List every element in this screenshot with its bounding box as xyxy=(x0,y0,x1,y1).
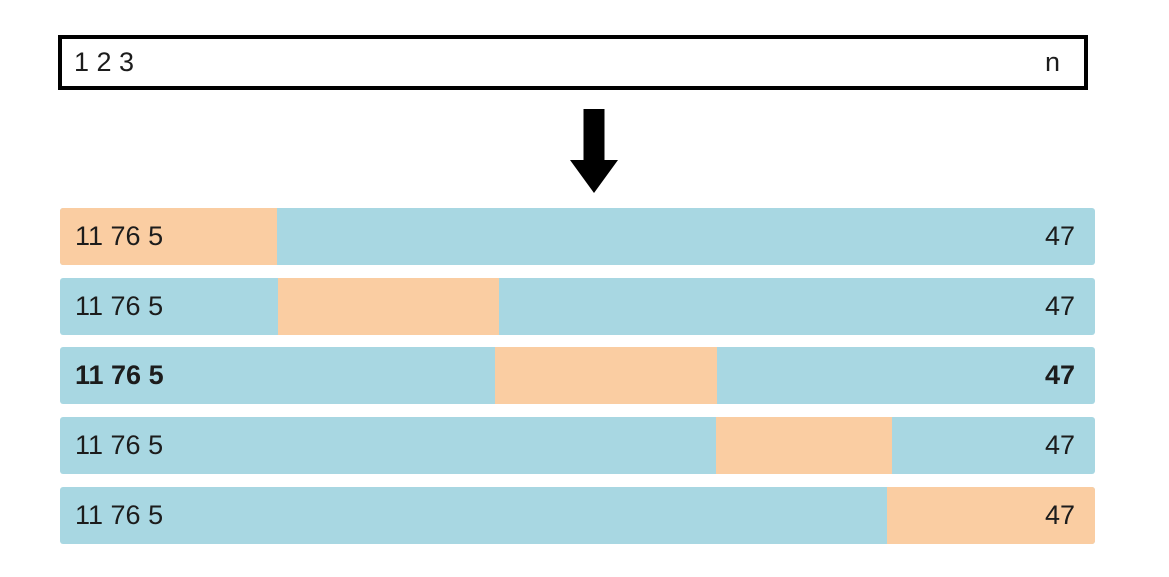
row-right-label: 47 xyxy=(1044,500,1075,530)
row-right-label: 47 xyxy=(1044,430,1075,460)
down-arrow-icon xyxy=(570,109,618,193)
row-right-label: 47 xyxy=(1044,221,1075,251)
row-right-label: 47 xyxy=(1044,291,1075,321)
array-box-left-label: 1 2 3 xyxy=(74,47,135,77)
bar-labels: 11 76 5 47 xyxy=(60,347,1095,404)
window-row: 11 76 5 47 xyxy=(60,208,1095,265)
window-segment xyxy=(494,347,718,404)
window-segment xyxy=(716,417,893,474)
row-left-label: 11 76 5 xyxy=(75,291,164,321)
window-segment xyxy=(278,278,499,335)
down-arrow-shape xyxy=(570,109,618,193)
row-left-label: 11 76 5 xyxy=(75,221,164,251)
window-row: 11 76 5 47 xyxy=(60,487,1095,544)
window-segment xyxy=(60,208,278,265)
row-left-label: 11 76 5 xyxy=(75,360,164,390)
array-box: 1 2 3 n xyxy=(58,35,1088,90)
window-row: 11 76 5 47 xyxy=(60,417,1095,474)
window-row: 11 76 5 47 xyxy=(60,278,1095,335)
row-left-label: 11 76 5 xyxy=(75,430,164,460)
window-row: 11 76 5 47 xyxy=(60,347,1095,404)
row-right-label: 47 xyxy=(1044,360,1075,390)
row-left-label: 11 76 5 xyxy=(75,500,164,530)
bar-labels: 11 76 5 47 xyxy=(60,417,1095,474)
array-box-right-label: n xyxy=(1044,47,1060,77)
bar-labels: 11 76 5 47 xyxy=(60,487,1095,544)
window-segment xyxy=(886,487,1095,544)
bar-labels: 11 76 5 47 xyxy=(60,208,1095,265)
bar-labels: 11 76 5 47 xyxy=(60,278,1095,335)
